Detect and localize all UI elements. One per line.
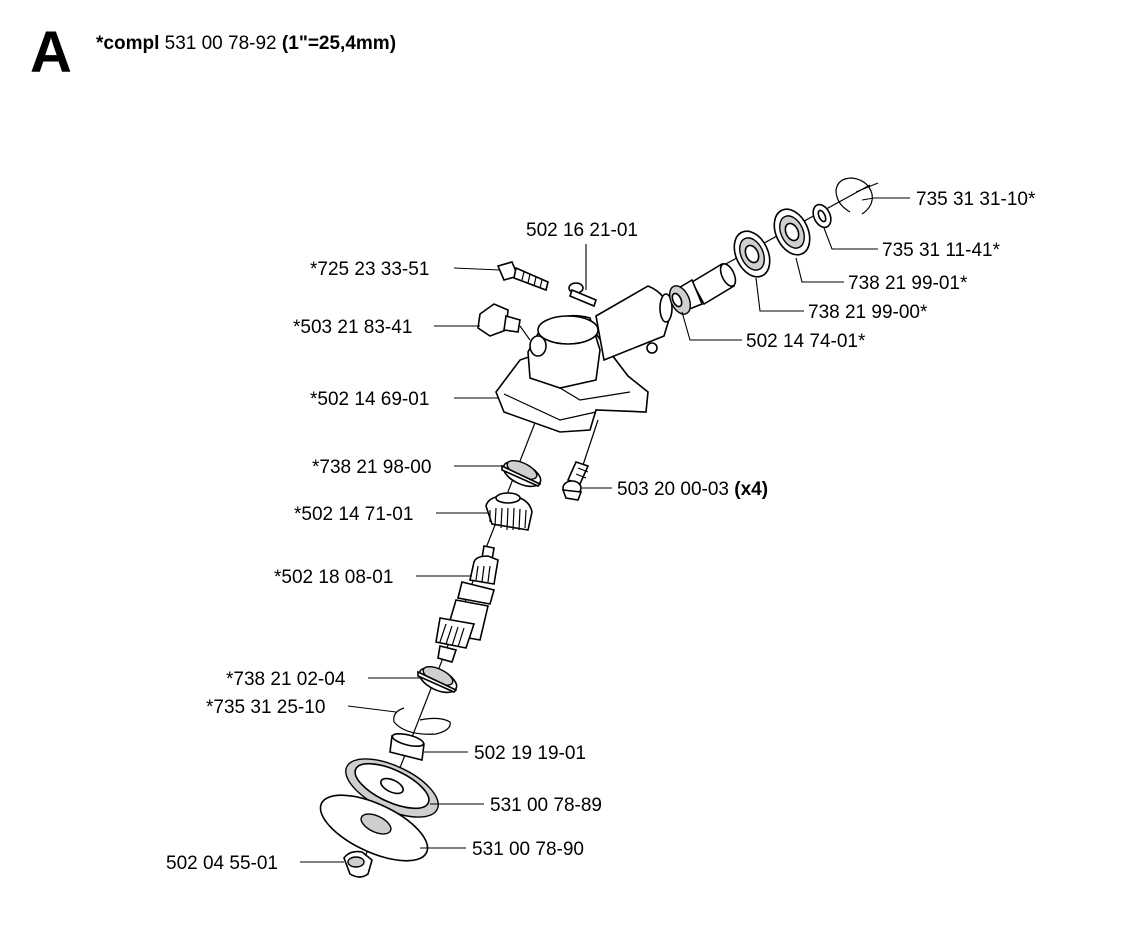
bearing-738-21-98-00 bbox=[501, 460, 542, 488]
label-502-14-74-01: 502 14 74-01* bbox=[746, 331, 866, 352]
gear-housing bbox=[495, 285, 673, 433]
thrust-disc-531-00-78-90 bbox=[319, 794, 429, 862]
label-735-31-31-10: 735 31 31-10* bbox=[916, 189, 1036, 210]
label-738-21-98-00: *738 21 98-00 bbox=[312, 457, 431, 478]
label-725-23-33-51: *725 23 33-51 bbox=[310, 259, 429, 280]
label-738-21-02-04: *738 21 02-04 bbox=[226, 669, 346, 690]
section-letter: A bbox=[30, 20, 72, 85]
plug-503-21-83-41 bbox=[477, 303, 531, 341]
label-738-21-99-00: 738 21 99-00* bbox=[808, 302, 928, 323]
circlip-735-31-31-10 bbox=[835, 177, 879, 215]
label-502-16-21-01: 502 16 21-01 bbox=[526, 220, 638, 241]
leader-738-21-99-00 bbox=[755, 277, 804, 312]
bearing-738-21-99-00 bbox=[733, 230, 771, 278]
washer-735-31-11-41 bbox=[812, 203, 832, 229]
assembly-part-number: 531 00 78-92 bbox=[164, 33, 277, 54]
bearing-738-21-02-04 bbox=[417, 666, 458, 694]
leader-738-21-99-01 bbox=[795, 257, 844, 283]
assembly-header: *compl 531 00 78-92 (1"=25,4mm) bbox=[96, 33, 396, 55]
label-738-21-99-01: 738 21 99-01* bbox=[848, 273, 968, 294]
label-502-19-19-01: 502 19 19-01 bbox=[474, 743, 586, 764]
label-503-20-00-03: 503 20 00-03 (x4) bbox=[617, 479, 768, 500]
label-502-04-55-01: 502 04 55-01 bbox=[166, 853, 278, 874]
circlip-735-31-25-10 bbox=[393, 707, 451, 735]
leader-735-31-25-10 bbox=[347, 705, 397, 713]
unit-note: (1"=25,4mm) bbox=[281, 33, 397, 54]
leader-502-14-74-01 bbox=[681, 311, 742, 341]
pinion-shaft-502-14-74-01 bbox=[668, 262, 737, 315]
label-503-20-00-03-qty: (x4) bbox=[734, 479, 768, 500]
output-shaft-502-18-08-01 bbox=[435, 545, 499, 663]
bevel-gear-502-14-71-01 bbox=[485, 492, 533, 531]
leader-735-31-31-10 bbox=[861, 197, 910, 201]
label-735-31-25-10: *735 31 25-10 bbox=[206, 697, 325, 718]
leader-725-23-33-51 bbox=[453, 267, 501, 271]
label-735-31-11-41: 735 31 11-41* bbox=[882, 240, 1001, 261]
label-503-20-00-03-number: 503 20 00-03 bbox=[617, 479, 729, 500]
label-503-21-83-41: *503 21 83-41 bbox=[293, 317, 412, 338]
screw-725-23-33-51 bbox=[496, 261, 549, 292]
label-531-00-78-90: 531 00 78-90 bbox=[472, 839, 584, 860]
compl-prefix: *compl bbox=[96, 33, 160, 54]
label-502-14-69-01: *502 14 69-01 bbox=[310, 389, 429, 410]
screw-502-16-21-01 bbox=[568, 282, 597, 308]
label-502-18-08-01: *502 18 08-01 bbox=[274, 567, 393, 588]
nut-502-04-55-01 bbox=[343, 850, 373, 878]
label-502-14-71-01: *502 14 71-01 bbox=[294, 504, 413, 525]
screw-503-20-00-03 bbox=[561, 461, 590, 501]
label-531-00-78-89: 531 00 78-89 bbox=[490, 795, 602, 816]
spacer-502-19-19-01 bbox=[389, 732, 425, 761]
leader-735-31-11-41 bbox=[823, 227, 878, 250]
bearing-738-21-99-01 bbox=[773, 208, 811, 256]
